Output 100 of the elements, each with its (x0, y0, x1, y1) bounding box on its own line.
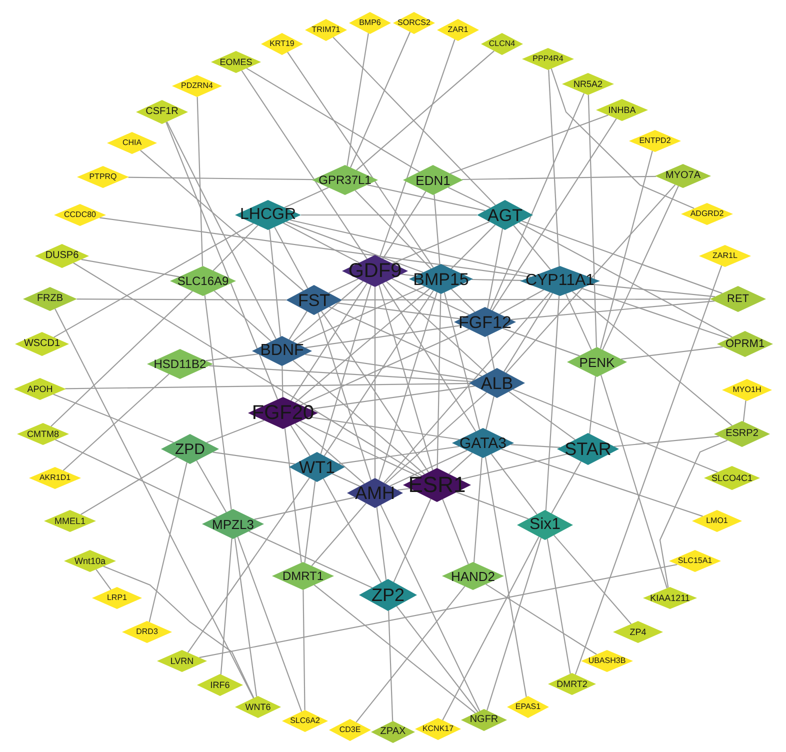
node-label: KIAA1211 (650, 594, 690, 602)
edge-line (290, 282, 368, 401)
node-label: CD3E (339, 726, 361, 734)
diamond-node (29, 467, 81, 489)
edge-line (128, 176, 313, 180)
edge-line (196, 96, 204, 266)
diamond-node (147, 349, 213, 379)
edge-line (81, 258, 180, 278)
edge-line (512, 388, 718, 473)
edge-line (309, 416, 460, 440)
edge-line (392, 278, 470, 316)
node-label: SLC6A2 (290, 717, 320, 725)
edge-line (356, 586, 466, 723)
edge-line (486, 584, 597, 655)
edge-line (292, 360, 425, 475)
edge-line (55, 439, 218, 518)
edge-line (292, 280, 364, 342)
edge-line (199, 564, 678, 658)
node-label: DUSP6 (45, 251, 79, 261)
diamond-node (261, 33, 303, 55)
diamond-node (157, 650, 207, 672)
edge-line (401, 274, 416, 276)
edge-line (553, 534, 632, 624)
edge-line (434, 194, 440, 265)
edge-line (300, 420, 420, 478)
edge-line (508, 391, 576, 440)
edge-line (166, 122, 278, 400)
edge-line (196, 460, 227, 513)
diamond-node (409, 264, 473, 294)
edge-line (621, 346, 723, 360)
edge-line (96, 569, 112, 590)
node-label: INHBA (608, 106, 636, 114)
edge-line (294, 423, 365, 484)
node-label: ALB (480, 374, 514, 392)
edge-line (148, 462, 188, 622)
edge-line (574, 265, 722, 675)
node-label: SORCS2 (398, 19, 430, 27)
diamond-node (282, 710, 328, 732)
edge-line (209, 365, 472, 382)
diamond-node (172, 75, 222, 97)
diamond-node (235, 200, 301, 230)
diamond-node (329, 719, 371, 741)
edge-line (103, 566, 254, 698)
diamond-node (107, 132, 157, 154)
edge-line (220, 538, 232, 674)
diamond-node (286, 285, 342, 315)
diamond-node (252, 336, 312, 366)
diamond-node (669, 550, 721, 572)
edge-line (342, 298, 710, 300)
node-label: NGFR (470, 715, 498, 725)
edge-line (398, 488, 410, 491)
edge-line (450, 224, 496, 270)
node-label: BMP6 (359, 19, 381, 27)
node-label: UBASH3B (588, 657, 626, 665)
edge-line (254, 496, 356, 520)
node-label: SLC15A1 (678, 557, 712, 565)
edge-line (54, 222, 254, 338)
diamond-node (14, 378, 66, 400)
edge-line (392, 221, 490, 264)
edge-line (246, 68, 420, 172)
edge-line (237, 536, 302, 712)
edge-line (346, 33, 369, 166)
node-label: MPZL3 (212, 518, 254, 530)
node-label: PTPRQ (89, 173, 117, 181)
diamond-node (122, 621, 172, 643)
edge-line (460, 454, 567, 480)
edge-line (268, 229, 282, 337)
node-label: GPR37L1 (318, 174, 372, 186)
edge-line (462, 176, 656, 180)
node-label: ESRP2 (726, 429, 758, 439)
diamond-node (454, 307, 516, 337)
edge-line (288, 310, 308, 340)
node-label: MMEL1 (54, 516, 86, 526)
diamond-node (717, 331, 773, 357)
diamond-node (613, 621, 663, 643)
edge-line (320, 310, 429, 472)
edge-line (212, 225, 258, 271)
diamond-node (415, 718, 461, 740)
node-label: DMRT1 (282, 570, 324, 582)
edge-line (332, 473, 360, 487)
edge-line (380, 504, 480, 712)
node-label: GDF9 (348, 261, 402, 281)
node-label: WNT6 (245, 702, 271, 712)
node-label: LMO1 (706, 517, 728, 525)
edge-line (450, 114, 608, 174)
edge-line (338, 446, 460, 464)
diamond-node (347, 478, 403, 508)
node-label: ZPD (175, 442, 205, 456)
edge-line (287, 52, 434, 268)
diamond-node (437, 19, 479, 41)
edge-line (301, 214, 477, 216)
node-label: PDZRN4 (180, 82, 213, 90)
diamond-node (452, 428, 514, 458)
edge-line (580, 288, 729, 340)
diamond-node (403, 468, 471, 502)
edge-line (436, 294, 442, 468)
diamond-node (305, 19, 347, 41)
edge-line (314, 584, 476, 714)
edge-line (214, 290, 272, 342)
edge-line (248, 530, 372, 588)
